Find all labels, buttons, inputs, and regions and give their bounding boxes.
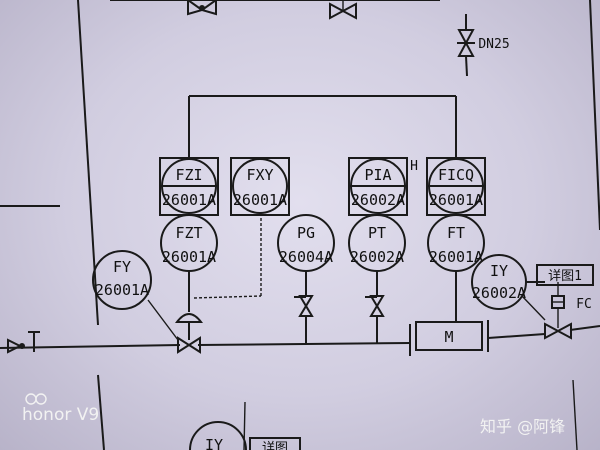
top-gate-valve-left xyxy=(187,0,217,16)
control-valve-body xyxy=(177,336,201,354)
field-instrument-pt: PT 26002A xyxy=(348,214,406,272)
field-instrument-iy: IY 26002A xyxy=(471,254,527,310)
fzi-loop: 26001A xyxy=(162,191,216,209)
field-instrument-ft: FT 26001A xyxy=(427,214,485,272)
bottom-detail-label: 详图 xyxy=(262,441,288,450)
fxy-func: FXY xyxy=(246,166,273,184)
ft-func: FT xyxy=(447,224,465,242)
camera-label: honor V9 xyxy=(22,405,99,425)
fc-label: FC xyxy=(576,297,592,312)
panel-instrument-pia: PIA 26002A xyxy=(348,157,408,216)
meter-label: M xyxy=(444,328,453,346)
field-instrument-pg: PG 26004A xyxy=(277,214,335,272)
signal-loop xyxy=(188,95,457,158)
iy-loop: 26002A xyxy=(472,284,526,302)
vertical-gate-valve xyxy=(457,14,475,77)
field-instrument-fy: FY 26001A xyxy=(92,250,152,310)
pg-loop: 26004A xyxy=(279,248,333,266)
fy-loop: 26001A xyxy=(95,281,149,299)
detail-reference-box: 详图1 xyxy=(536,264,594,286)
ficq-func: FICQ xyxy=(438,166,474,184)
camera-watermark: honor V9 xyxy=(22,393,99,425)
instrument-connections xyxy=(147,213,559,341)
bottom-partial-instrument: IY xyxy=(189,421,247,450)
fzi-func: FZI xyxy=(175,166,202,184)
valve-size-label: DN25 xyxy=(478,37,509,52)
ft-loop: 26001A xyxy=(429,248,483,266)
iy-func: IY xyxy=(490,262,508,280)
root-valve-pg xyxy=(294,295,314,344)
fail-closed-valve: FC xyxy=(544,295,592,340)
pt-loop: 26002A xyxy=(350,248,404,266)
credit-watermark: 知乎 @阿锋 xyxy=(480,417,565,436)
iy2-func: IY xyxy=(205,436,223,450)
fxy-loop: 26001A xyxy=(233,191,287,209)
pg-func: PG xyxy=(297,224,315,242)
field-instrument-fzt: FZT 26001A xyxy=(160,214,218,272)
diaphragm-actuator xyxy=(174,313,204,340)
fzt-func: FZT xyxy=(175,224,202,242)
top-gate-valve-right xyxy=(329,0,357,20)
bottom-detail-box: 详图 xyxy=(249,437,301,450)
fzt-loop: 26001A xyxy=(162,248,216,266)
flow-meter: M xyxy=(409,320,489,356)
process-line xyxy=(0,325,600,349)
pia-func: PIA xyxy=(364,166,391,184)
pia-loop: 26002A xyxy=(351,191,405,209)
pt-func: PT xyxy=(368,224,386,242)
panel-instrument-ficq: FICQ 26001A xyxy=(426,157,486,216)
panel-instrument-fxy: FXY 26001A xyxy=(230,157,290,216)
root-valve-pt xyxy=(365,295,385,344)
ficq-loop: 26001A xyxy=(429,191,483,209)
inlet-check-valve xyxy=(7,331,40,354)
panel-instrument-fzi: FZI 26001A xyxy=(159,157,219,216)
high-alarm-label: H xyxy=(410,159,418,174)
detail-ref-label: 详图1 xyxy=(548,269,582,284)
fy-func: FY xyxy=(113,258,131,276)
